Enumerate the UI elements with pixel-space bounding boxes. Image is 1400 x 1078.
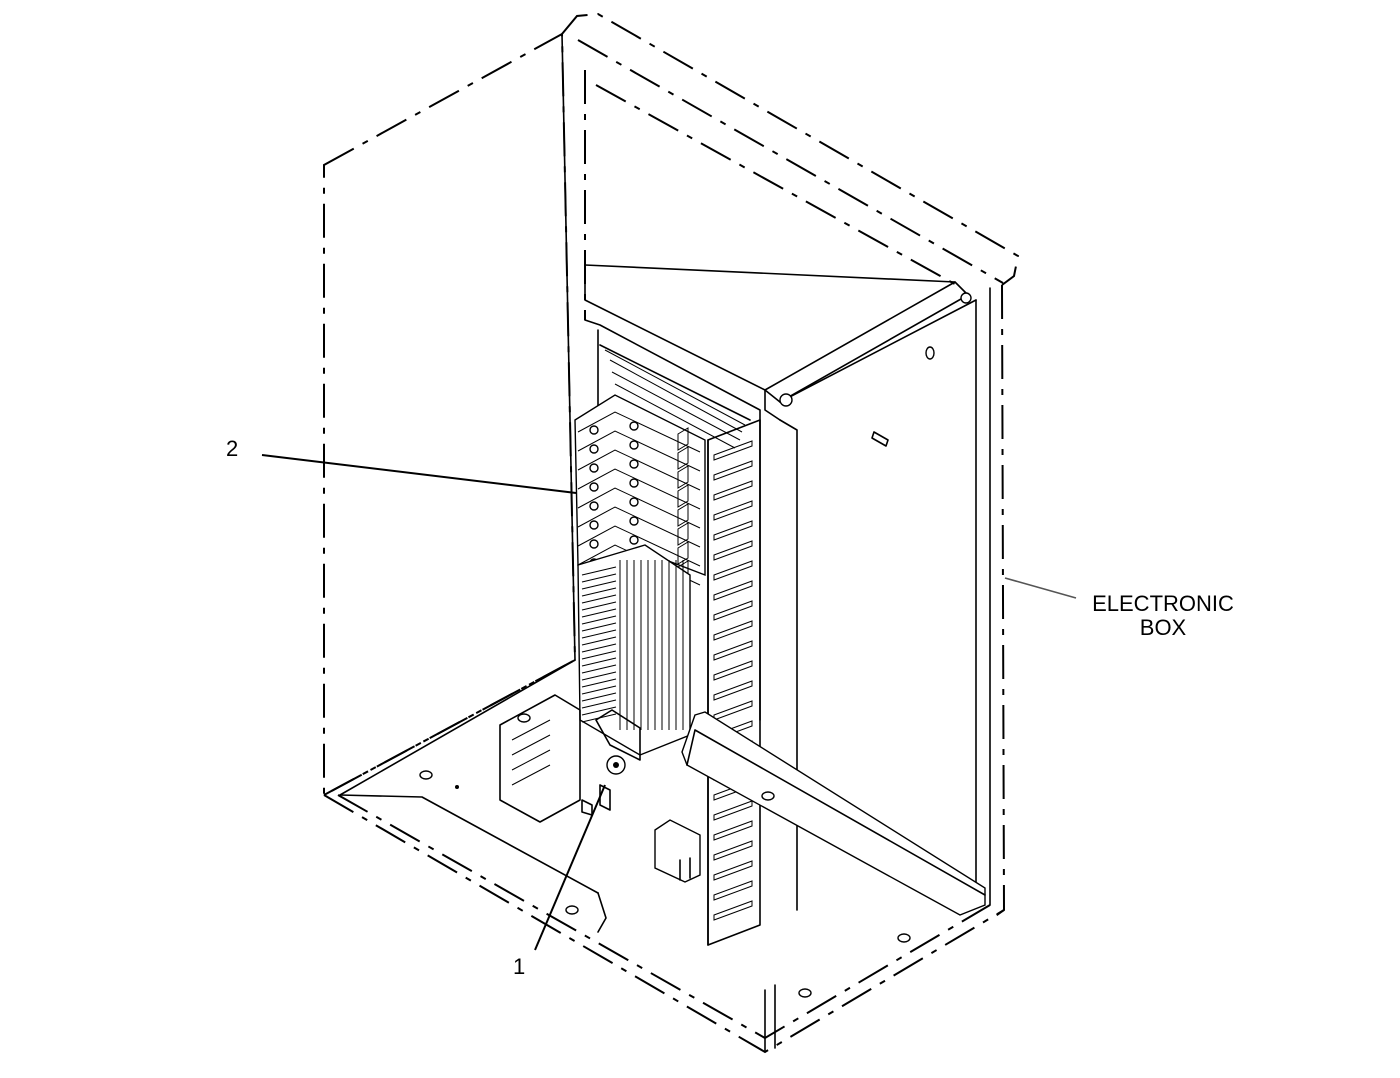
- right-wiring-duct: [707, 419, 761, 946]
- leader-item-2: [261, 454, 577, 494]
- leader-item-1: [534, 784, 606, 951]
- terminal-rail-assembly: [577, 544, 691, 816]
- leader-lines: [261, 454, 1077, 951]
- callout-electronic-box: ELECTRONIC BOX: [1080, 592, 1246, 640]
- lower-left-duct: [499, 694, 581, 823]
- callout-electronic-box-line2: BOX: [1139, 615, 1187, 640]
- callout-electronic-box-line1: ELECTRONIC: [1092, 591, 1234, 616]
- enclosure-walls: [339, 33, 991, 1053]
- callout-item-2: 2: [226, 436, 239, 461]
- floor-mounting-holes: [419, 713, 911, 998]
- leader-electronic-box: [1004, 577, 1077, 599]
- front-mounting-bar: [681, 711, 986, 916]
- relay: [654, 819, 701, 883]
- callout-item-1: 1: [513, 954, 526, 979]
